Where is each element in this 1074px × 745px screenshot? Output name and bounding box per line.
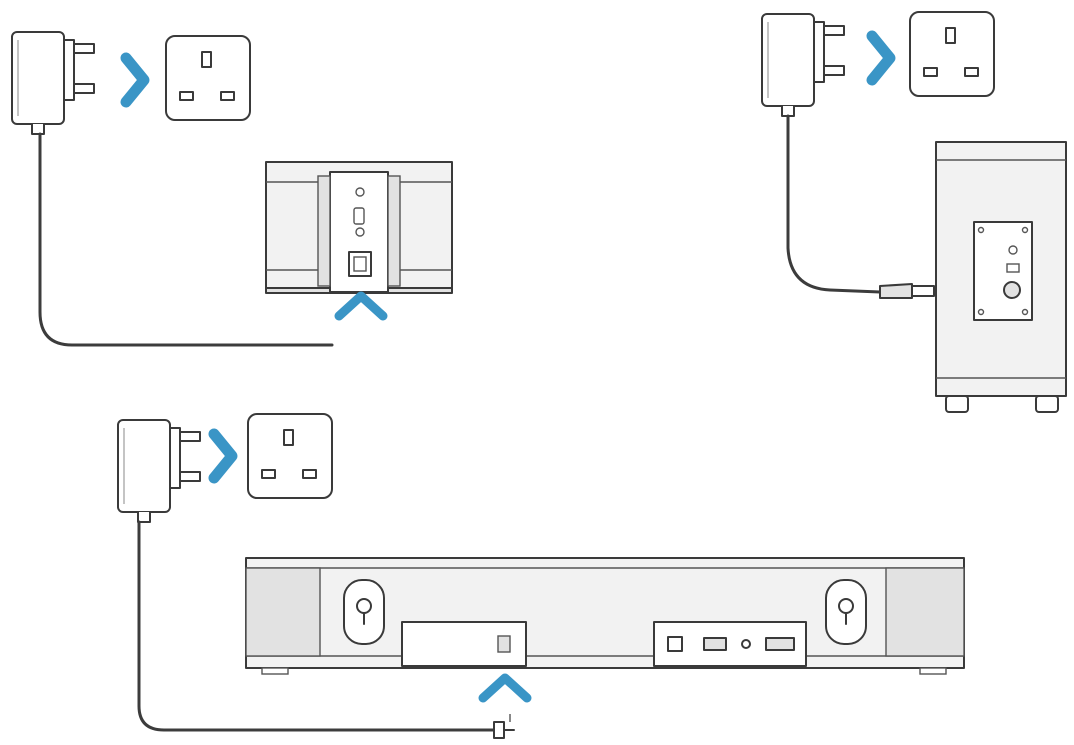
step-soundbar bbox=[117, 413, 965, 739]
aux-port-icon bbox=[741, 639, 751, 649]
step-speaker bbox=[11, 31, 453, 347]
wall-socket-icon bbox=[909, 11, 995, 97]
chevron-right-icon bbox=[126, 58, 144, 102]
keyhole-mount-right bbox=[825, 579, 867, 645]
chevron-right-icon bbox=[214, 434, 232, 478]
plug-adapter-icon bbox=[117, 419, 201, 523]
power-cable bbox=[786, 114, 882, 294]
usb-port-icon bbox=[703, 637, 727, 651]
dc-barrel-connector bbox=[879, 283, 945, 299]
dc-plug-icon bbox=[493, 714, 515, 739]
step-subwoofer bbox=[761, 11, 1067, 413]
hdmi-port-icon bbox=[765, 637, 795, 651]
chevron-up-icon bbox=[483, 678, 527, 698]
chevron-up-icon bbox=[339, 296, 383, 316]
wall-socket-icon bbox=[247, 413, 333, 499]
keyhole-mount-left bbox=[343, 579, 385, 645]
speaker-rear-icon bbox=[265, 161, 453, 294]
wall-socket-icon bbox=[165, 35, 251, 121]
chevron-right-icon bbox=[872, 36, 890, 80]
subwoofer-rear-icon bbox=[935, 141, 1067, 413]
plug-adapter-icon bbox=[11, 31, 95, 135]
optical-port-icon bbox=[667, 636, 683, 652]
soundbar-rear-icon bbox=[245, 557, 965, 675]
plug-adapter-icon bbox=[761, 13, 845, 117]
power-cable bbox=[137, 520, 496, 732]
power-cable bbox=[38, 132, 334, 347]
